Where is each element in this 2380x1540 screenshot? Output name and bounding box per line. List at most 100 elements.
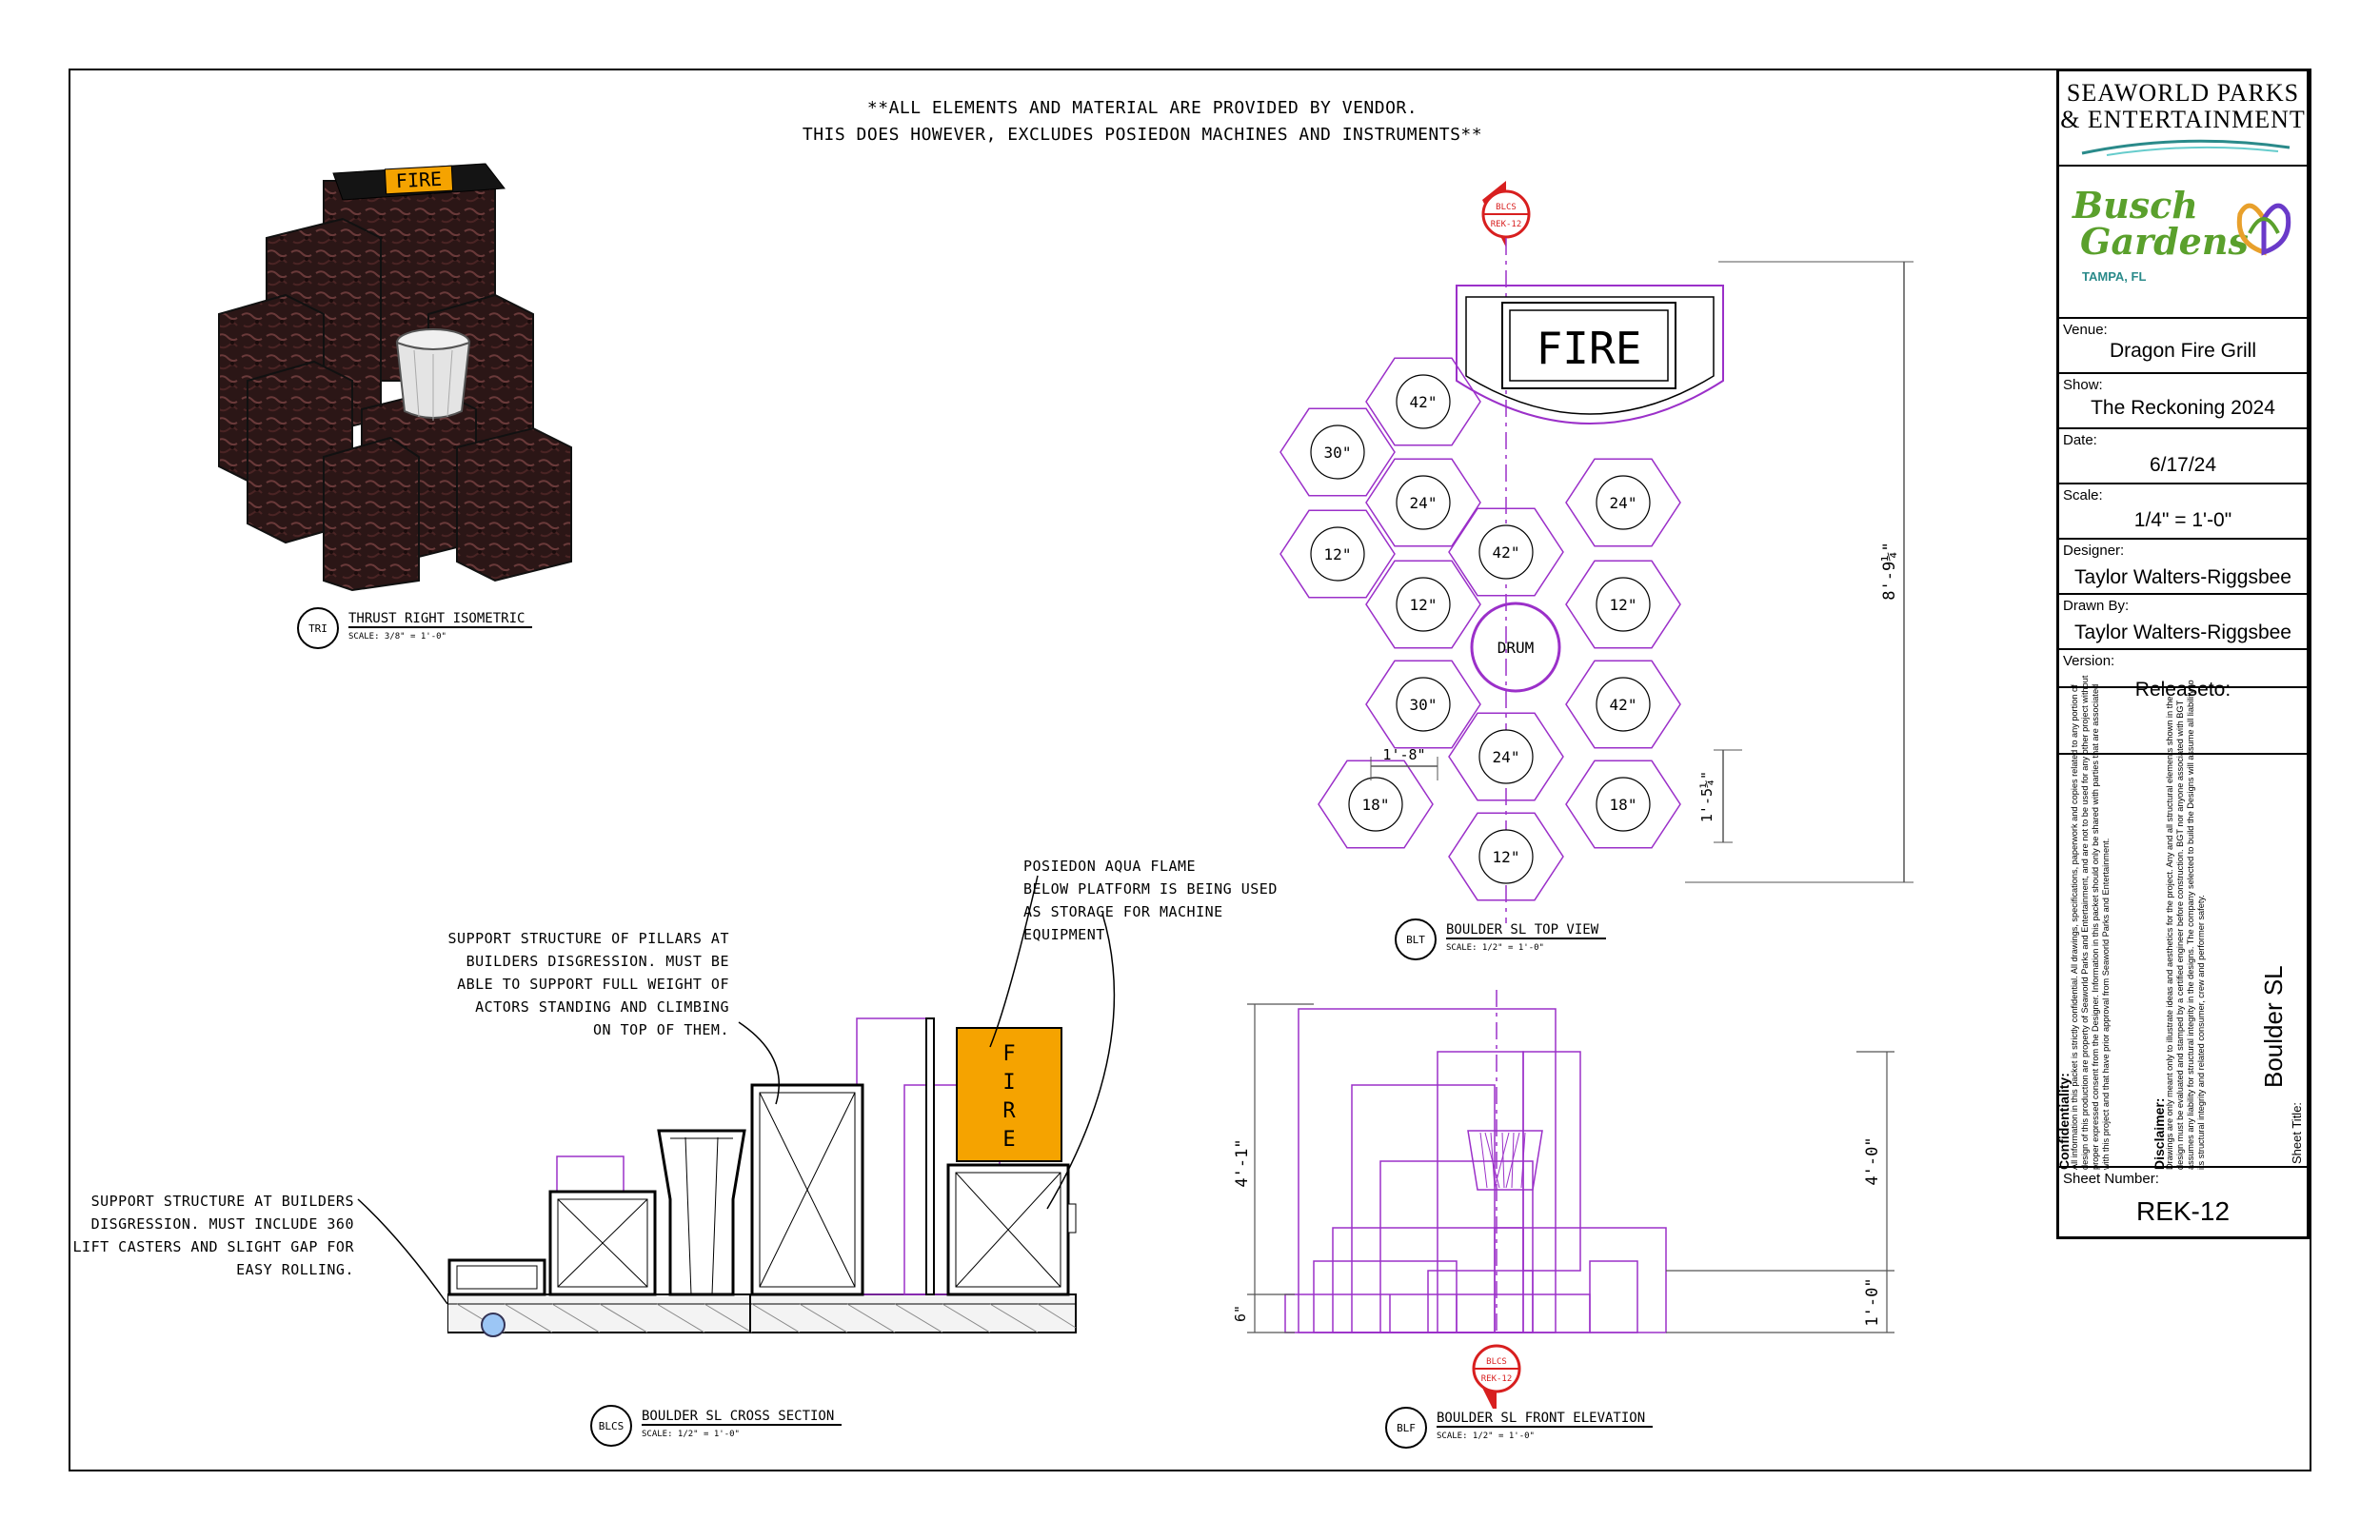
hex-cell	[1565, 760, 1681, 849]
hex-cell	[1365, 357, 1481, 446]
vendor-note: **ALL ELEMENTS AND MATERIAL ARE PROVIDED…	[685, 95, 1599, 148]
hex-size-label: 42"	[1610, 696, 1637, 714]
section-marker-top-sheet: REK-12	[1491, 220, 1522, 229]
hex-cell	[1279, 509, 1396, 599]
note-aqua-line: EQUIPMENT	[1023, 926, 1105, 943]
cross-section-scale: SCALE: 1/2" = 1'-0"	[642, 1430, 740, 1439]
top-view: BLCS REK-12 FIRE 42" 30" 24" 24" 12" 42" 12" 12…	[1279, 181, 1914, 923]
hex-pillar-circle	[1396, 374, 1451, 429]
busch-butterfly-icon	[2236, 203, 2291, 256]
seaworld-logo: SEAWORLD PARKS & ENTERTAINMENT	[2059, 71, 2307, 167]
hex-pillar-circle	[1596, 577, 1651, 632]
front-elevation-title: BOULDER SL FRONT ELEVATION	[1437, 1411, 1654, 1428]
section-marker-bottom-tag: BLCS	[1486, 1357, 1507, 1367]
front-elevation-scale: SCALE: 1/2" = 1'-0"	[1437, 1431, 1535, 1441]
scale-cell: Scale: 1/4" = 1'-0"	[2059, 484, 2307, 540]
disclaimer-title: Disclaimer:	[2152, 1097, 2167, 1170]
hex-pillar-circle	[1348, 777, 1403, 832]
notes-cell: Confidentiality: All information in this…	[2056, 676, 2307, 1170]
hex-size-label: 24"	[1493, 748, 1520, 766]
top-view-dim-overall: 8'-9¼"	[1880, 542, 1899, 600]
hex-size-label: 12"	[1410, 596, 1438, 614]
note-casters-line: LIFT CASTERS AND SLIGHT GAP FOR	[72, 1238, 354, 1255]
hex-pillar-circle	[1396, 577, 1451, 632]
confidentiality-block: Confidentiality: All information in this…	[2056, 675, 2154, 1170]
front-elevation: BLCS REK-12 4'-1" 6" 4'-0" 1'-0"	[1232, 990, 1894, 1409]
busch-logo-line-1: Busch	[2073, 184, 2198, 227]
hex-pillar-circle	[1396, 475, 1451, 530]
fire-letter-i: I	[1002, 1071, 1015, 1095]
section-marker-top: BLCS REK-12	[1481, 181, 1531, 247]
hex-pillar-circle	[1396, 677, 1451, 732]
drawing-border	[69, 69, 2311, 1471]
note-aqua-flame: POSIEDON AQUA FLAME BELOW PLATFORM IS BE…	[1023, 855, 1278, 946]
confidentiality-text: All information in this packet is strict…	[2070, 675, 2111, 1170]
hex-size-label: 24"	[1410, 494, 1438, 512]
hex-pillar-circle	[1478, 729, 1534, 784]
hex-size-label: 18"	[1610, 796, 1637, 814]
note-aqua-line: POSIEDON AQUA FLAME	[1023, 858, 1197, 875]
date-label: Date:	[2063, 432, 2097, 448]
elevation-dim-left: 4'-1"	[1233, 1138, 1252, 1187]
caster-wheel	[481, 1313, 506, 1337]
title-block: SEAWORLD PARKS & ENTERTAINMENT Busch Gar…	[2056, 69, 2310, 1239]
designer-label: Designer:	[2063, 543, 2125, 559]
fire-box	[956, 1027, 1062, 1162]
hex-size-label: 12"	[1493, 848, 1520, 866]
date-cell: Date: 6/17/24	[2059, 429, 2307, 484]
busch-logo-line-2: Gardens	[2080, 220, 2249, 263]
note-casters-line: EASY ROLLING.	[236, 1261, 354, 1278]
isometric-scale: SCALE: 3/8" = 1'-0"	[348, 632, 446, 642]
note-pillars-line: BUILDERS DISGRESSION. MUST BE	[466, 953, 729, 970]
seaworld-logo-line-1: SEAWORLD PARKS	[2066, 79, 2300, 107]
sheet-title-value: Boulder SL	[2259, 965, 2288, 1088]
note-aqua-line: AS STORAGE FOR MACHINE	[1023, 903, 1223, 920]
hex-cell	[1565, 660, 1681, 749]
note-casters: SUPPORT STRUCTURE AT BUILDERS DISGRESSIO…	[72, 1190, 354, 1281]
hex-cell	[1565, 560, 1681, 649]
top-view-title: BOULDER SL TOP VIEW	[1446, 922, 1607, 939]
hex-pillar-circle	[1596, 475, 1651, 530]
drawn-cell: Drawn By: Taylor Walters-Riggsbee	[2059, 595, 2307, 650]
cross-section: F I R E	[447, 1017, 1077, 1337]
version-label: Version:	[2063, 653, 2115, 669]
drawn-value: Taylor Walters-Riggsbee	[2074, 622, 2291, 643]
scale-value: 1/4" = 1'-0"	[2133, 509, 2232, 531]
note-pillars: SUPPORT STRUCTURE OF PILLARS AT BUILDERS…	[438, 927, 729, 1041]
note-pillars-line: ACTORS STANDING AND CLIMBING	[475, 998, 729, 1016]
hex-pillar-circle	[1596, 777, 1651, 832]
sheet-title-label: Sheet Title:	[2290, 1101, 2304, 1164]
hex-cell	[1565, 458, 1681, 547]
hex-size-label: 12"	[1610, 596, 1637, 614]
busch-logo-city: TAMPA, FL	[2082, 269, 2147, 284]
venue-cell: Venue: Dragon Fire Grill	[2059, 319, 2307, 374]
elevation-dim-left-base: 6"	[1232, 1305, 1249, 1322]
hex-size-label: 30"	[1324, 444, 1352, 462]
front-elevation-tag: BLF	[1385, 1407, 1427, 1449]
hex-size-label: 18"	[1362, 796, 1390, 814]
top-view-fire-sign: FIRE	[1537, 323, 1642, 374]
hex-size-label: 42"	[1493, 543, 1520, 562]
drum-label: DRUM	[1497, 639, 1535, 657]
isometric-title: THRUST RIGHT ISOMETRIC	[348, 611, 533, 628]
elevation-dim-right-base: 1'-0"	[1863, 1277, 1882, 1326]
hex-pillar-circle	[1310, 526, 1365, 582]
drawn-label: Drawn By:	[2063, 598, 2130, 614]
note-pillars-line: ABLE TO SUPPORT FULL WEIGHT OF	[457, 976, 729, 993]
hex-size-label: 12"	[1324, 545, 1352, 563]
disclaimer-text: Drawings are only meant only to illustra…	[2165, 680, 2206, 1170]
hex-cell	[1448, 812, 1564, 901]
top-view-dim-width: 1'-8"	[1382, 746, 1425, 763]
busch-gardens-logo: Busch Gardens TAMPA, FL	[2059, 167, 2307, 319]
hex-size-label: 30"	[1410, 696, 1438, 714]
iso-fire-sign-label: FIRE	[395, 168, 442, 192]
sheet-title-block: Sheet Title: Boulder SL	[2250, 688, 2307, 1164]
cross-section-tag: BLCS	[590, 1405, 632, 1447]
note-pillars-line: SUPPORT STRUCTURE OF PILLARS AT	[447, 930, 729, 947]
sheet-number-value: REK-12	[2135, 1196, 2231, 1226]
elevation-drum	[1467, 1130, 1543, 1191]
note-casters-line: SUPPORT STRUCTURE AT BUILDERS	[90, 1193, 354, 1210]
seaworld-logo-line-2: & ENTERTAINMENT	[2060, 106, 2306, 133]
show-value: The Reckoning 2024	[2091, 397, 2275, 419]
fire-letter-e: E	[1002, 1128, 1015, 1152]
